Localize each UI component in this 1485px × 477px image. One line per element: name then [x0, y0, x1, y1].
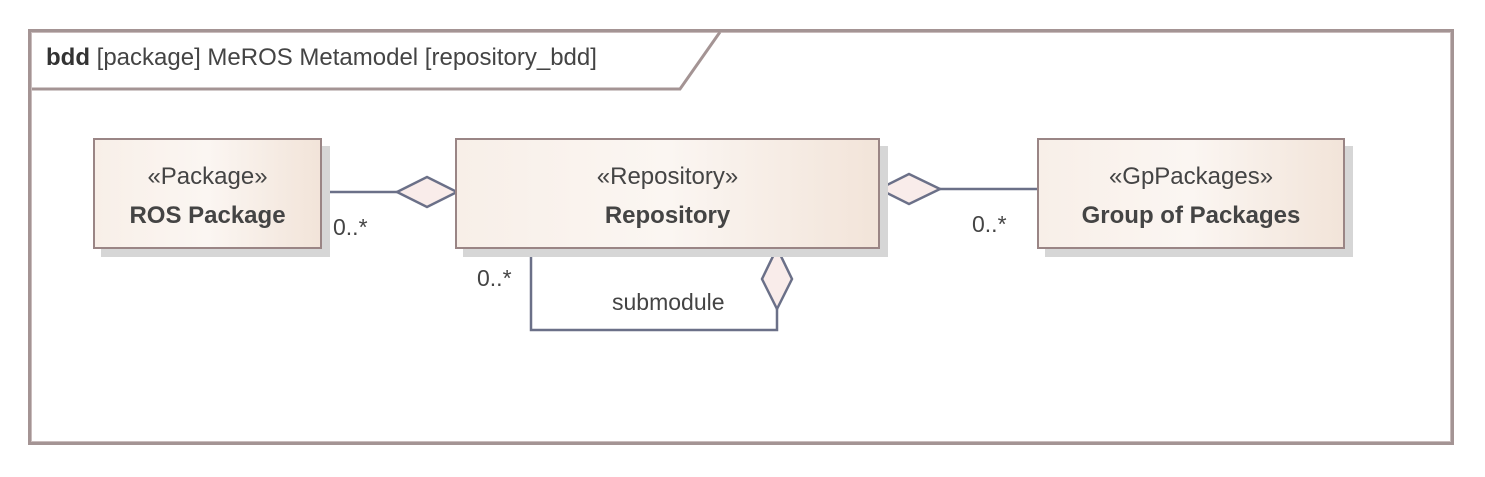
- frame-title: bdd [package] MeROS Metamodel [repositor…: [46, 42, 597, 74]
- block-stereotype: «Repository»: [596, 163, 739, 190]
- block-ros-package[interactable]: «Package» ROS Package: [93, 138, 322, 249]
- block-name: Group of Packages: [1081, 202, 1301, 229]
- frame-keyword: bdd: [46, 44, 90, 71]
- submodule-multiplicity: 0..*: [477, 265, 512, 291]
- diagram-frame-inner-border: [31, 32, 1451, 442]
- block-group-of-packages[interactable]: «GpPackages» Group of Packages: [1037, 138, 1345, 249]
- package-multiplicity: 0..*: [333, 214, 368, 240]
- block-name: ROS Package: [129, 202, 286, 229]
- block-name: Repository: [604, 202, 731, 229]
- frame-title-text: [package] MeROS Metamodel [repository_bd…: [96, 44, 597, 71]
- submodule-label: submodule: [612, 289, 725, 315]
- diagram-frame: [28, 29, 1454, 445]
- block-repository[interactable]: «Repository» Repository: [455, 138, 880, 249]
- block-stereotype: «Package»: [147, 163, 268, 190]
- block-stereotype: «GpPackages»: [1108, 163, 1274, 190]
- group-multiplicity: 0..*: [972, 211, 1007, 237]
